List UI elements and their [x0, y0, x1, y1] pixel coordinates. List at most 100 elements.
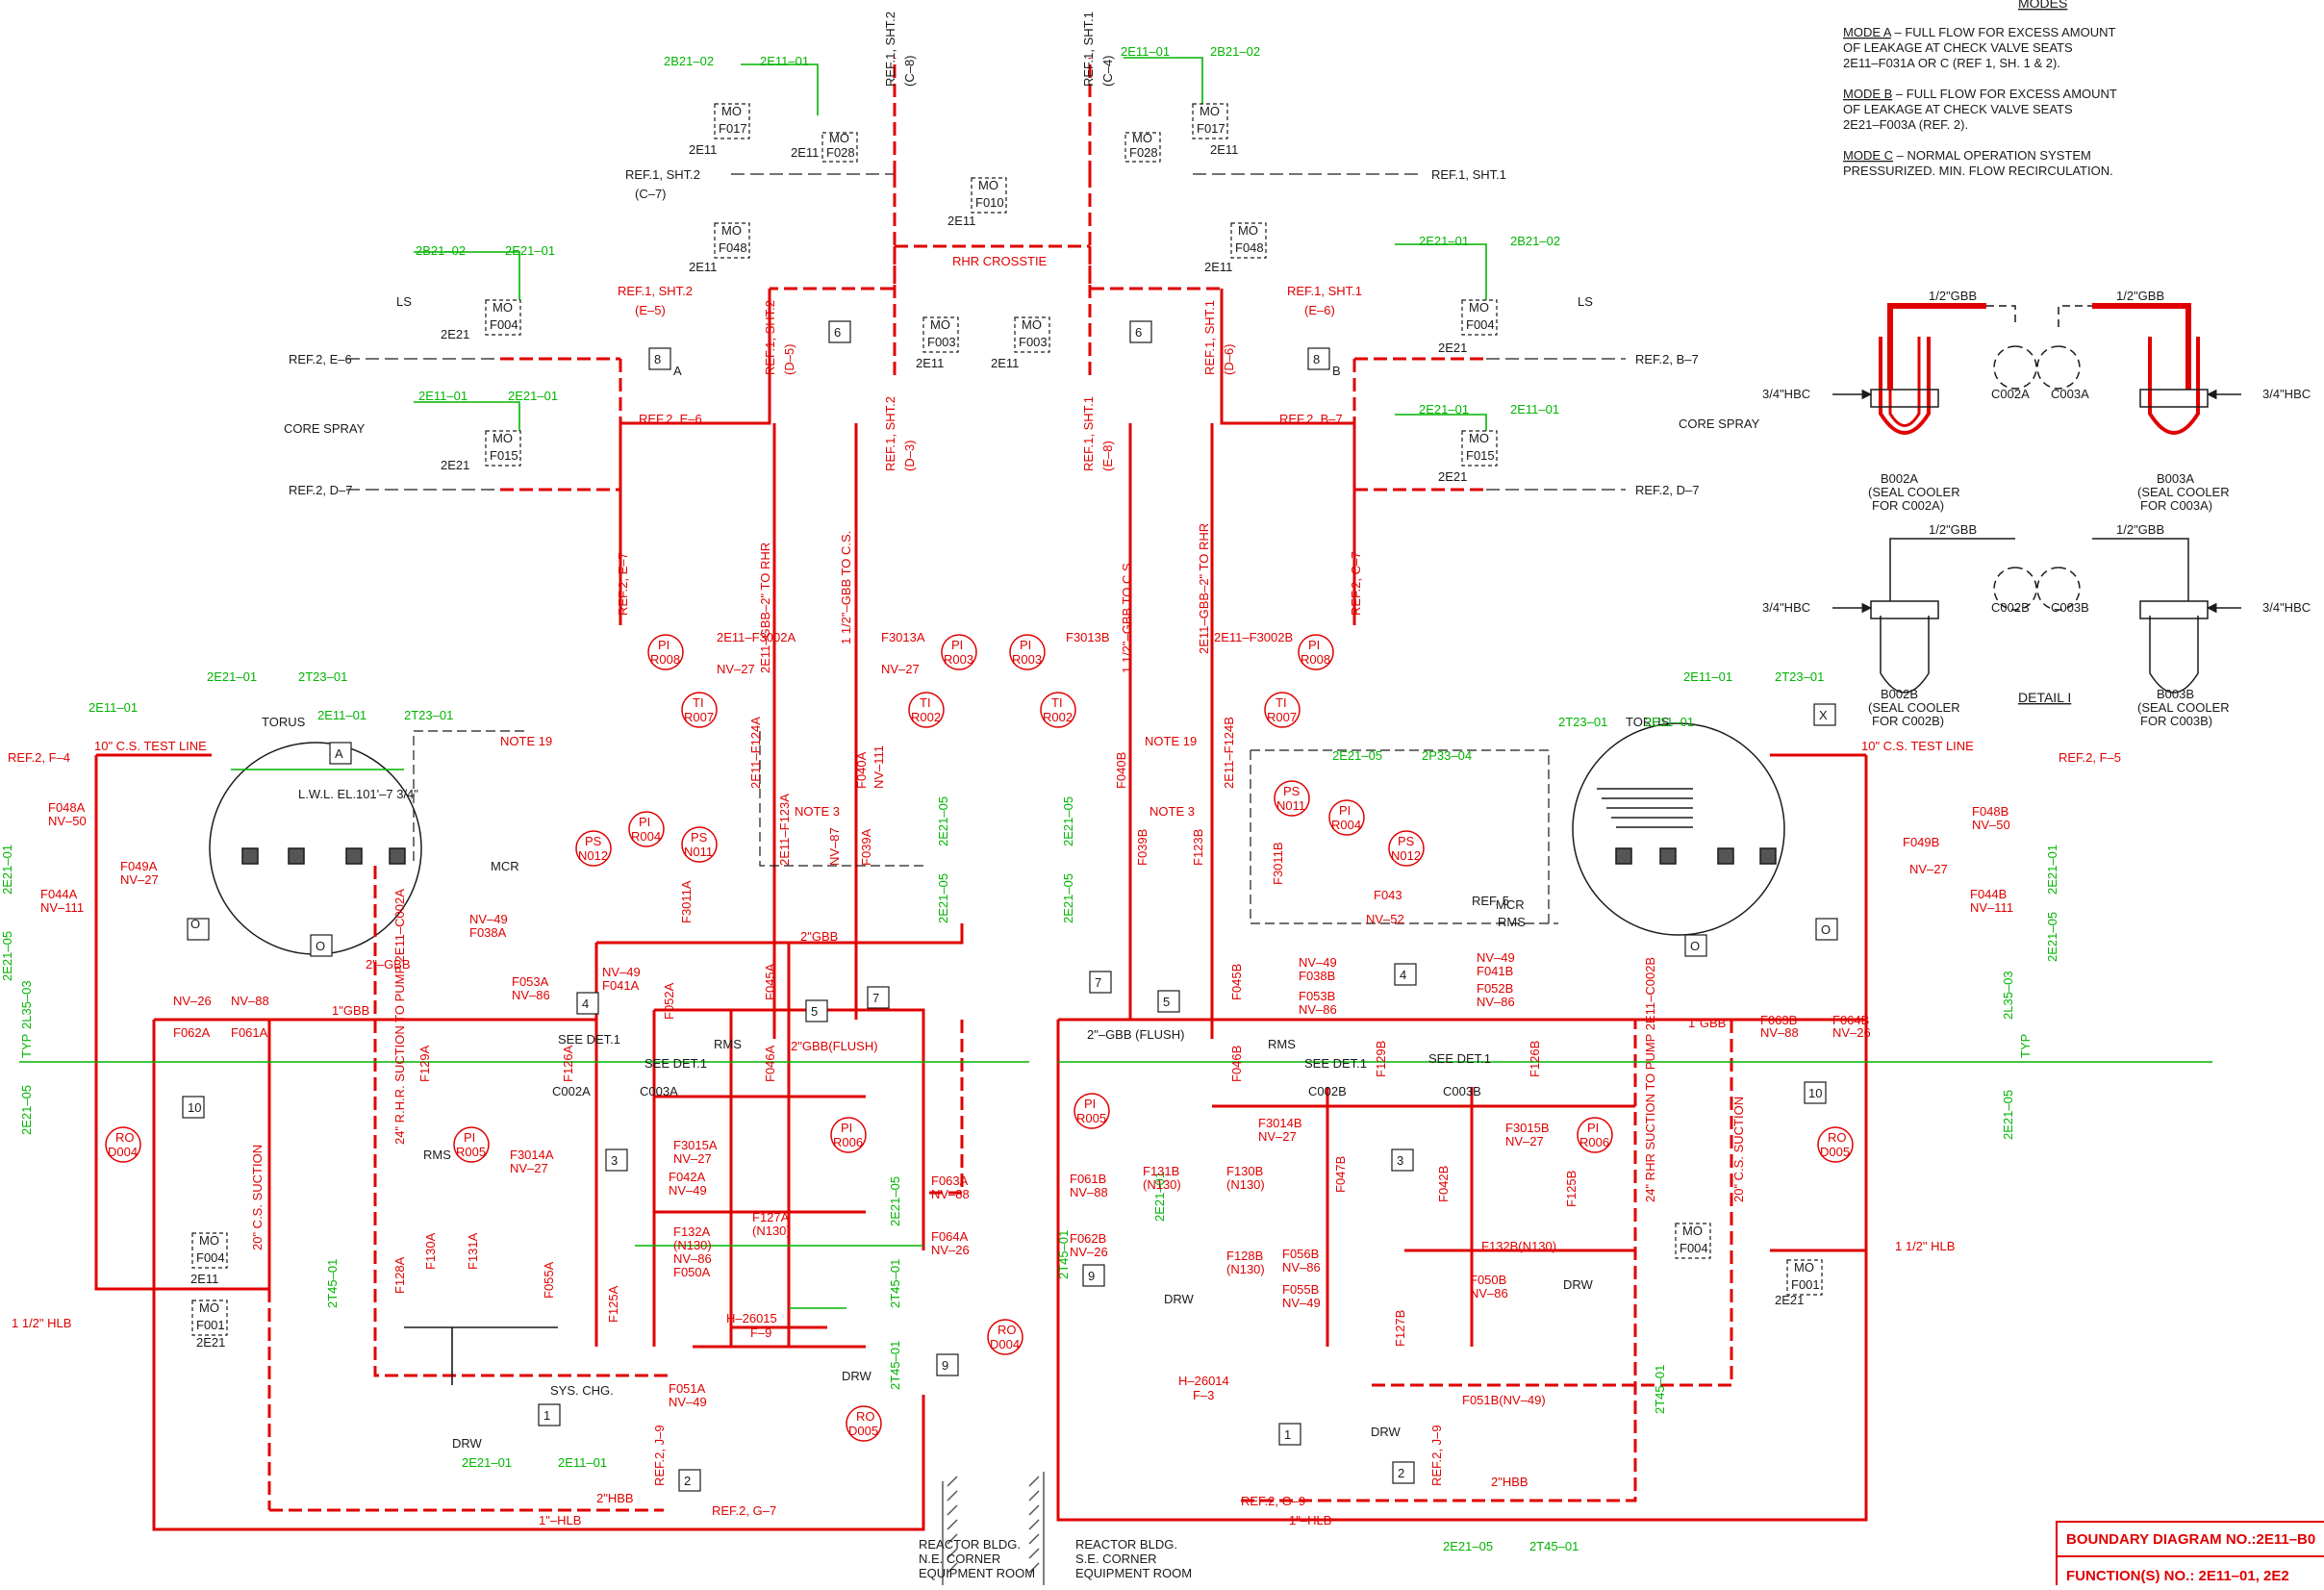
- svg-text:NV–27: NV–27: [1258, 1129, 1297, 1144]
- svg-text:(SEAL COOLER: (SEAL COOLER: [1868, 485, 1960, 499]
- svg-text:2E21–01: 2E21–01: [1419, 402, 1469, 416]
- svg-text:L.W.L. EL.101'–7 3/4": L.W.L. EL.101'–7 3/4": [298, 787, 418, 801]
- svg-text:F049A: F049A: [120, 859, 158, 873]
- svg-text:F028: F028: [1129, 145, 1158, 160]
- svg-text:2E11: 2E11: [791, 145, 819, 160]
- pi-r003-left[interactable]: [941, 634, 977, 670]
- svg-text:(SEAL COOLER: (SEAL COOLER: [2137, 700, 2230, 715]
- svg-text:F004: F004: [1680, 1241, 1708, 1255]
- valve-labels-right: 2E11–F3002B F3013B 2E11–F124B F123B F040…: [1066, 630, 2013, 1407]
- pi-r005-left[interactable]: [453, 1126, 490, 1163]
- pi-r006-left[interactable]: [830, 1117, 867, 1153]
- svg-text:(E–5): (E–5): [635, 303, 666, 317]
- ps-n011-right[interactable]: [1274, 780, 1310, 817]
- svg-text:2E11–F124B: 2E11–F124B: [1222, 717, 1236, 789]
- svg-text:NV–26: NV–26: [1832, 1025, 1871, 1040]
- svg-text:R006: R006: [833, 1135, 863, 1149]
- svg-text:NV–26: NV–26: [173, 994, 212, 1008]
- ti-r007-right[interactable]: [1264, 692, 1301, 728]
- svg-text:2E21: 2E21: [196, 1335, 225, 1350]
- svg-text:F041A: F041A: [602, 978, 640, 993]
- svg-text:NV–49: NV–49: [669, 1395, 707, 1409]
- ro-d004-right[interactable]: [987, 1319, 1023, 1355]
- svg-text:DRW: DRW: [452, 1436, 483, 1451]
- ti-r002-right[interactable]: [1040, 692, 1076, 728]
- svg-text:2E11: 2E11: [947, 214, 975, 228]
- svg-text:NV–27: NV–27: [673, 1151, 712, 1166]
- svg-text:NV–27: NV–27: [881, 662, 920, 676]
- ps-n012-left[interactable]: [575, 830, 612, 867]
- b002a-gbb-line: [1887, 303, 1986, 390]
- svg-text:24" R.H.R. SUCTION TO PUMP 2E1: 24" R.H.R. SUCTION TO PUMP 2E11–C002A: [392, 889, 407, 1145]
- ro-d005-left[interactable]: [846, 1405, 882, 1442]
- svg-text:R008: R008: [650, 652, 680, 667]
- svg-text:REF.2, G–9: REF.2, G–9: [1241, 1494, 1305, 1508]
- b002b-tube: [1880, 616, 1930, 694]
- ti-r002-left[interactable]: [908, 692, 945, 728]
- svg-text:REF.2, F–5: REF.2, F–5: [2059, 750, 2121, 765]
- svg-text:SEE DET.1: SEE DET.1: [1304, 1056, 1367, 1071]
- lower-labels: REF.2, F–4 10" C.S. TEST LINE 10" C.S. T…: [0, 669, 2121, 1580]
- ps-n011-left[interactable]: [681, 826, 718, 863]
- svg-text:2T45–01: 2T45–01: [888, 1259, 902, 1308]
- svg-text:8: 8: [1313, 352, 1320, 366]
- svg-text:4: 4: [582, 997, 589, 1011]
- svg-text:2E21–01: 2E21–01: [462, 1455, 512, 1470]
- tag-boxes: [182, 320, 1838, 1492]
- ti-r007-left[interactable]: [681, 692, 718, 728]
- svg-text:SEE DET.1: SEE DET.1: [1428, 1051, 1491, 1066]
- pi-r006-right[interactable]: [1577, 1117, 1613, 1153]
- svg-text:3/4"HBC: 3/4"HBC: [2262, 600, 2311, 615]
- svg-text:NV–26: NV–26: [931, 1243, 970, 1257]
- svg-text:3: 3: [1397, 1153, 1403, 1168]
- svg-text:2"HBB: 2"HBB: [1491, 1475, 1528, 1489]
- svg-text:TI: TI: [1276, 695, 1287, 710]
- torus-right-circle: [1572, 722, 1785, 936]
- svg-text:MO: MO: [1200, 104, 1220, 118]
- svg-text:NV–86: NV–86: [1477, 995, 1515, 1009]
- svg-text:2: 2: [1398, 1466, 1404, 1480]
- ro-d005-right[interactable]: [1817, 1126, 1854, 1163]
- pi-r008-right[interactable]: [1298, 634, 1334, 670]
- svg-text:C003A: C003A: [640, 1084, 678, 1098]
- rhr-crosstie-label: RHR CROSSTIE: [952, 254, 1048, 268]
- svg-text:F3015A: F3015A: [673, 1138, 718, 1152]
- top-crosstie-piping: [346, 57, 1626, 1039]
- svg-text:2E11–F124A: 2E11–F124A: [748, 717, 763, 789]
- svg-text:NV–88: NV–88: [1070, 1185, 1108, 1199]
- svg-text:4: 4: [1400, 968, 1406, 982]
- svg-text:(SEAL COOLER: (SEAL COOLER: [1868, 700, 1960, 715]
- torus-right: [1572, 722, 1785, 936]
- svg-text:2E11–01: 2E11–01: [418, 389, 467, 403]
- svg-text:2B21–02: 2B21–02: [1510, 234, 1560, 248]
- pi-r008-left[interactable]: [647, 634, 684, 670]
- svg-text:(SEAL COOLER: (SEAL COOLER: [2137, 485, 2230, 499]
- svg-text:F062B: F062B: [1070, 1231, 1106, 1246]
- svg-text:6: 6: [1135, 325, 1142, 340]
- svg-text:F056B: F056B: [1282, 1247, 1319, 1261]
- svg-text:NV–86: NV–86: [1282, 1260, 1321, 1275]
- svg-text:2E11–GBB–2" TO RHR: 2E11–GBB–2" TO RHR: [1197, 523, 1211, 654]
- pi-r005-right[interactable]: [1074, 1093, 1110, 1129]
- svg-text:2E21: 2E21: [441, 327, 469, 341]
- svg-text:PI: PI: [658, 638, 669, 652]
- svg-text:PS: PS: [691, 830, 708, 845]
- svg-text:1: 1: [543, 1408, 550, 1423]
- title-line-2: FUNCTION(S) NO.: 2E11–01, 2E2: [2066, 1568, 2289, 1584]
- svg-text:F043: F043: [1374, 888, 1402, 902]
- pi-r003-right[interactable]: [1009, 634, 1046, 670]
- svg-text:2E21–05: 2E21–05: [936, 873, 950, 923]
- svg-text:LS: LS: [396, 294, 412, 309]
- svg-text:2E11: 2E11: [991, 356, 1019, 370]
- pi-r004-left[interactable]: [628, 811, 665, 847]
- building-walls: [942, 1472, 1045, 1585]
- pi-r004-right[interactable]: [1328, 799, 1365, 836]
- ps-n012-right[interactable]: [1388, 830, 1425, 867]
- svg-text:9: 9: [942, 1358, 948, 1373]
- c003a-pump: [2036, 345, 2081, 390]
- svg-text:F015: F015: [490, 448, 518, 463]
- svg-text:R002: R002: [911, 710, 941, 724]
- ro-d004-left[interactable]: [105, 1126, 141, 1163]
- svg-text:NV–111: NV–111: [1970, 900, 2013, 915]
- svg-text:2E11–01: 2E11–01: [1645, 715, 1694, 729]
